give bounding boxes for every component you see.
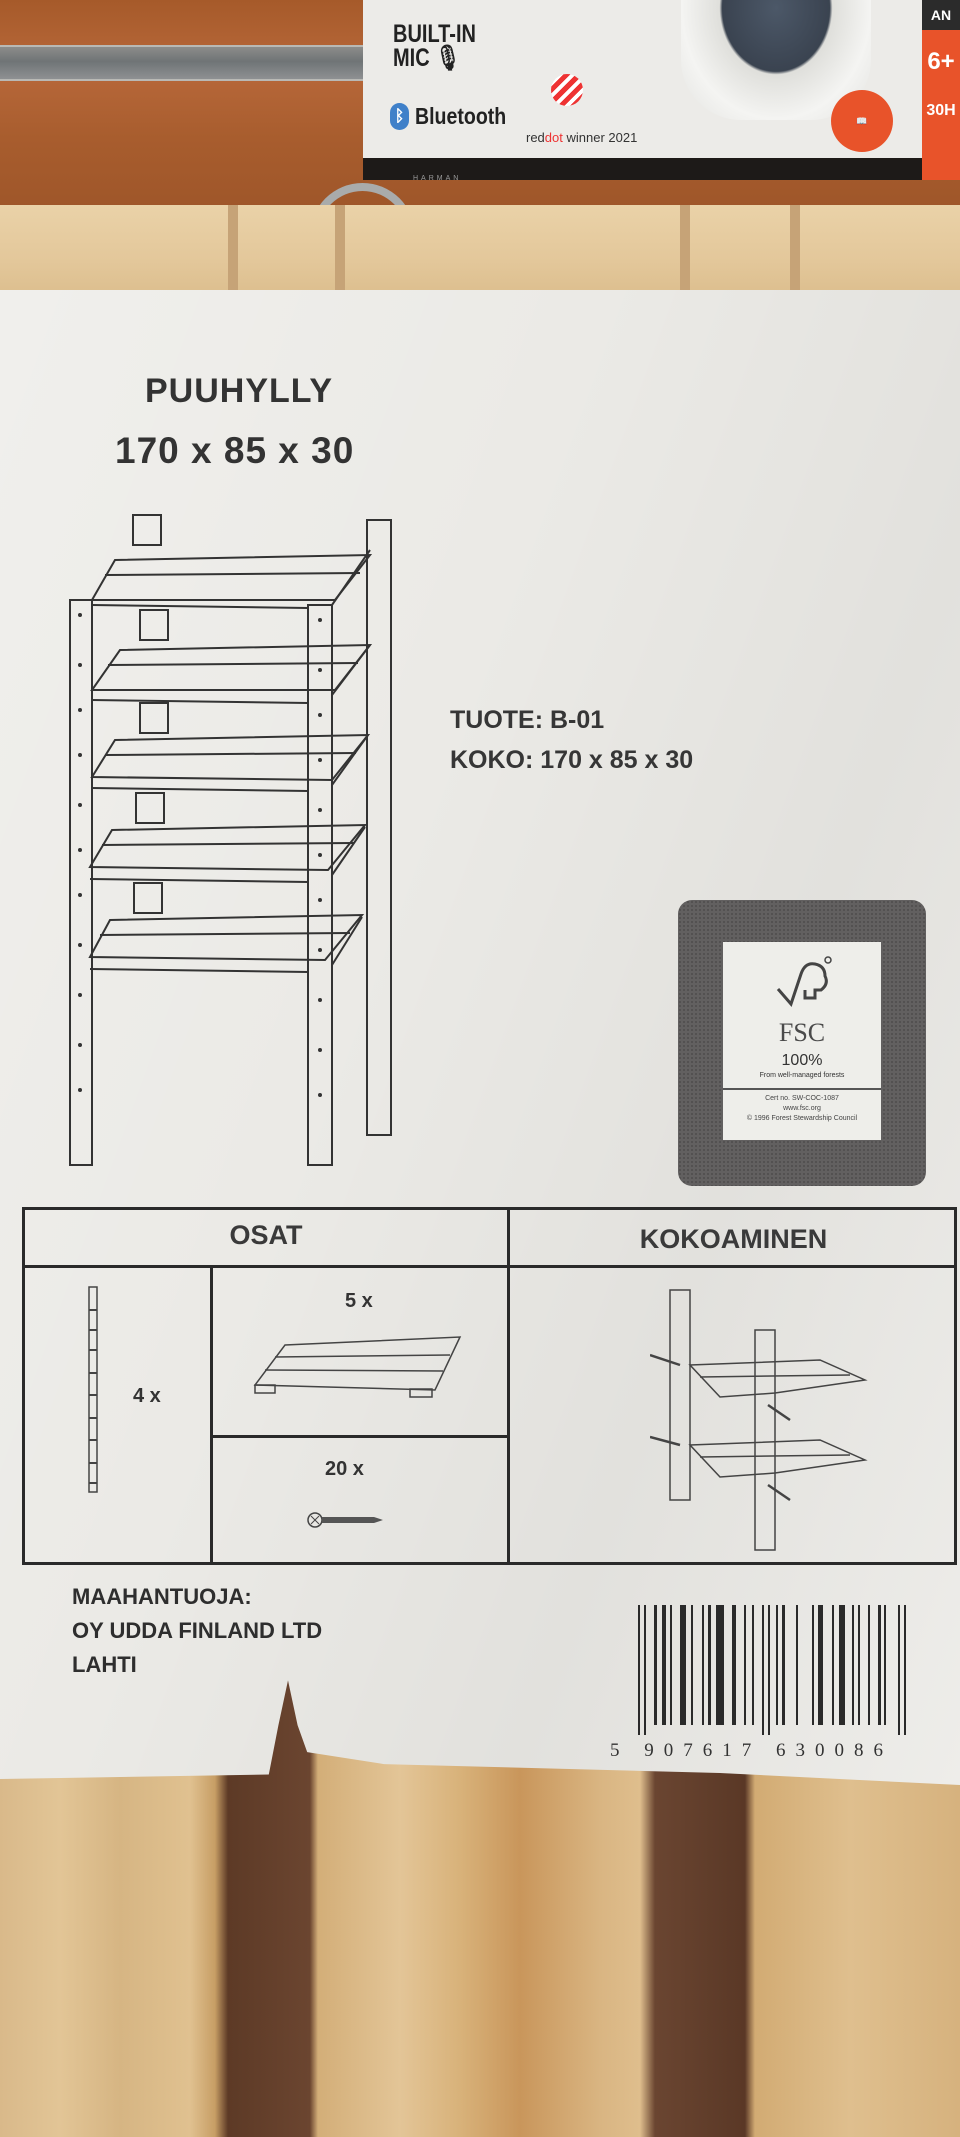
importer-info: MAAHANTUOJA: OY UDDA FINLAND LTD LAHTI bbox=[72, 1580, 322, 1682]
battery-hours: 30H bbox=[926, 102, 956, 119]
board-gap bbox=[335, 205, 345, 300]
board-gap bbox=[228, 205, 238, 300]
importer-company: OY UDDA FINLAND LTD bbox=[72, 1618, 323, 1643]
box-side-panel: AN 6+ 30H bbox=[922, 0, 960, 180]
table-divider bbox=[210, 1265, 213, 1565]
table-divider bbox=[25, 1265, 957, 1268]
reddot-award-icon bbox=[551, 74, 583, 106]
fsc-url: www.fsc.org bbox=[783, 1105, 821, 1112]
product-dimensions: 170 x 85 x 30 bbox=[115, 430, 355, 471]
product-info: TUOTE: B-01 KOKO: 170 x 85 x 30 bbox=[450, 700, 693, 780]
barcode bbox=[638, 1605, 906, 1735]
shelf-board-icon bbox=[253, 1336, 462, 1398]
table-divider bbox=[507, 1210, 510, 1565]
parts-assembly-table: OSAT KOKOAMINEN 4 x 5 x 20 x bbox=[22, 1207, 957, 1565]
shelf-illustration bbox=[69, 514, 392, 1166]
product-size: KOKO: 170 x 85 x 30 bbox=[450, 746, 694, 774]
barcode-digits: 5 907617 630086 bbox=[610, 1740, 893, 1761]
fsc-cert-number: Cert no. SW-COC-1087 bbox=[765, 1095, 839, 1102]
assembly-illustration bbox=[650, 1289, 868, 1551]
post-quantity: 4 x bbox=[133, 1385, 161, 1407]
fsc-tree-checkmark-icon bbox=[776, 956, 832, 1007]
assembly-header: KOKOAMINEN bbox=[639, 1224, 828, 1254]
reddot-award-text: reddot winner 2021 bbox=[526, 130, 638, 145]
microphone-icon: 🎙 bbox=[435, 44, 461, 72]
bluetooth-icon: ᛒ bbox=[390, 103, 409, 130]
board-top-edges bbox=[0, 205, 960, 300]
fsc-divider bbox=[723, 1088, 881, 1090]
book-badge-icon: 📖 bbox=[831, 90, 893, 152]
fsc-certification: FSC 100% From well-managed forests Cert … bbox=[723, 942, 881, 1140]
upright-post-icon bbox=[88, 1286, 98, 1493]
bluetooth-logo: ᛒ Bluetooth bbox=[390, 103, 522, 130]
board-gap bbox=[680, 205, 690, 300]
parts-header: OSAT bbox=[229, 1220, 303, 1250]
mic-feature-text: BUILT-IN MIC 🎙 bbox=[393, 20, 476, 72]
importer-city: LAHTI bbox=[72, 1652, 137, 1677]
brand-text: HARMAN bbox=[413, 175, 462, 182]
speaker-box: BUILT-IN MIC 🎙 ᛒ Bluetooth reddot winner… bbox=[363, 0, 960, 182]
shelf-quantity: 5 x bbox=[345, 1290, 373, 1312]
age-badge: 6+ bbox=[927, 48, 955, 75]
screw-icon bbox=[307, 1512, 383, 1528]
table-divider bbox=[210, 1435, 507, 1438]
slatwall-rail bbox=[0, 45, 370, 81]
fsc-copyright: © 1996 Forest Stewardship Council bbox=[746, 1115, 858, 1122]
product-code: TUOTE: B-01 bbox=[450, 706, 605, 734]
product-title: PUUHYLLY bbox=[145, 372, 334, 410]
screw-quantity: 20 x bbox=[325, 1458, 364, 1480]
importer-heading: MAAHANTUOJA: bbox=[72, 1584, 252, 1609]
board-gap bbox=[790, 205, 800, 300]
